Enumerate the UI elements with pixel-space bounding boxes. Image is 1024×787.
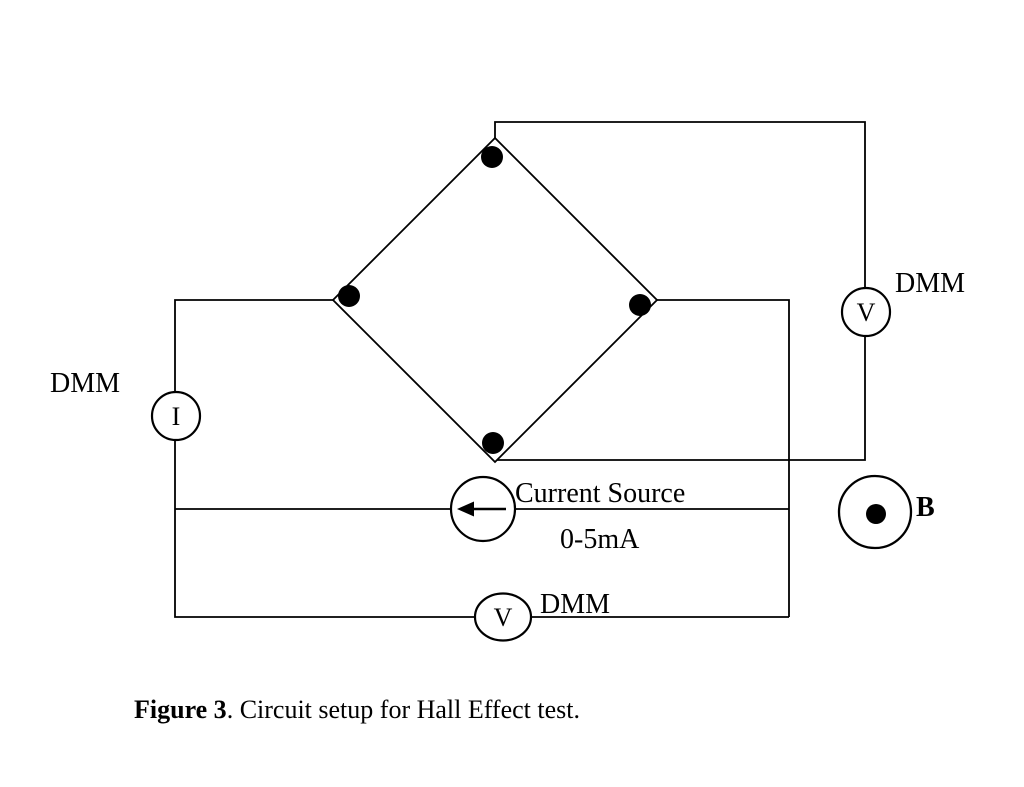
series-voltmeter-circle [473,592,533,642]
contact-right [629,294,651,316]
wire-top-contact-to-hall-voltmeter [494,121,866,289]
ammeter-symbol: I [172,402,181,431]
wire-right-contact-down [656,299,790,617]
figure-caption: Figure 3. Circuit setup for Hall Effect … [134,695,580,724]
magnetic-field-dot [866,504,886,524]
ammeter-circle [150,390,202,442]
hall-voltmeter-circle [840,286,892,338]
hall-voltmeter-dmm-label: DMM [895,268,965,299]
wire-left-contact-to-ammeter [174,299,333,393]
contact-bottom [482,432,504,454]
figure-caption-text: . Circuit setup for Hall Effect test. [227,695,580,724]
series-voltmeter-dmm-label: DMM [540,589,610,620]
current-source-arrow-head [457,501,474,517]
contact-top [481,146,503,168]
contact-left [338,285,360,307]
series-voltmeter-symbol: V [494,603,513,632]
figure-caption-lead: Figure 3 [134,695,227,724]
magnetic-field-label: B [916,492,935,523]
ammeter-dmm-label: DMM [50,368,120,399]
current-source-label: Current Source [515,478,685,509]
hall-voltmeter-symbol: V [857,298,876,327]
hall-sample [331,136,659,464]
current-source-range: 0-5mA [560,524,640,555]
wire-ammeter-to-bottom-voltmeter [174,439,476,618]
